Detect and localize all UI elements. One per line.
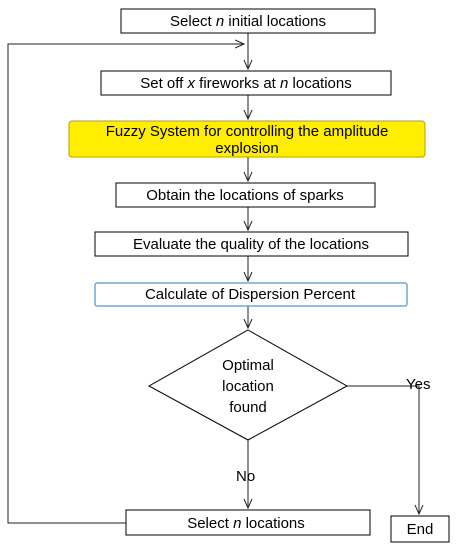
svg-text:Calculate of Dispersion Percen: Calculate of Dispersion Percent (145, 286, 356, 303)
edge-loop-back (7, 44, 244, 524)
node-evaluate-quality: Evaluate the quality of the locations (94, 231, 409, 257)
svg-text:Optimal: Optimal (222, 357, 274, 374)
svg-text:location: location (222, 378, 274, 395)
connectors (7, 33, 419, 524)
svg-text:Set off x fireworks at n locat: Set off x fireworks at n locations (140, 75, 352, 92)
edge-decision-yes (347, 385, 419, 514)
svg-text:Fuzzy System for controlling t: Fuzzy System for controlling the amplitu… (106, 123, 389, 140)
node-decision-optimal: Optimal location found (147, 329, 349, 441)
svg-text:End: End (407, 521, 434, 538)
svg-text:Select n initial locations: Select n initial locations (170, 13, 326, 30)
node-obtain-sparks: Obtain the locations of sparks (115, 182, 376, 208)
label-no: No (236, 468, 255, 485)
node-select-n: Select n locations (125, 509, 371, 536)
node-select-initial: Select n initial locations (120, 8, 376, 34)
node-end: End (390, 515, 450, 543)
node-dispersion-percent: Calculate of Dispersion Percent (94, 282, 408, 307)
svg-text:Evaluate the quality of the lo: Evaluate the quality of the locations (133, 236, 369, 253)
svg-text:Obtain the locations of sparks: Obtain the locations of sparks (146, 187, 344, 204)
node-fuzzy-system: Fuzzy System for controlling the amplitu… (68, 120, 426, 158)
node-set-off: Set off x fireworks at n locations (100, 70, 392, 96)
svg-text:Select n locations: Select n locations (187, 515, 305, 532)
svg-text:explosion: explosion (215, 140, 278, 157)
svg-text:found: found (229, 399, 267, 416)
label-yes: Yes (406, 376, 430, 393)
